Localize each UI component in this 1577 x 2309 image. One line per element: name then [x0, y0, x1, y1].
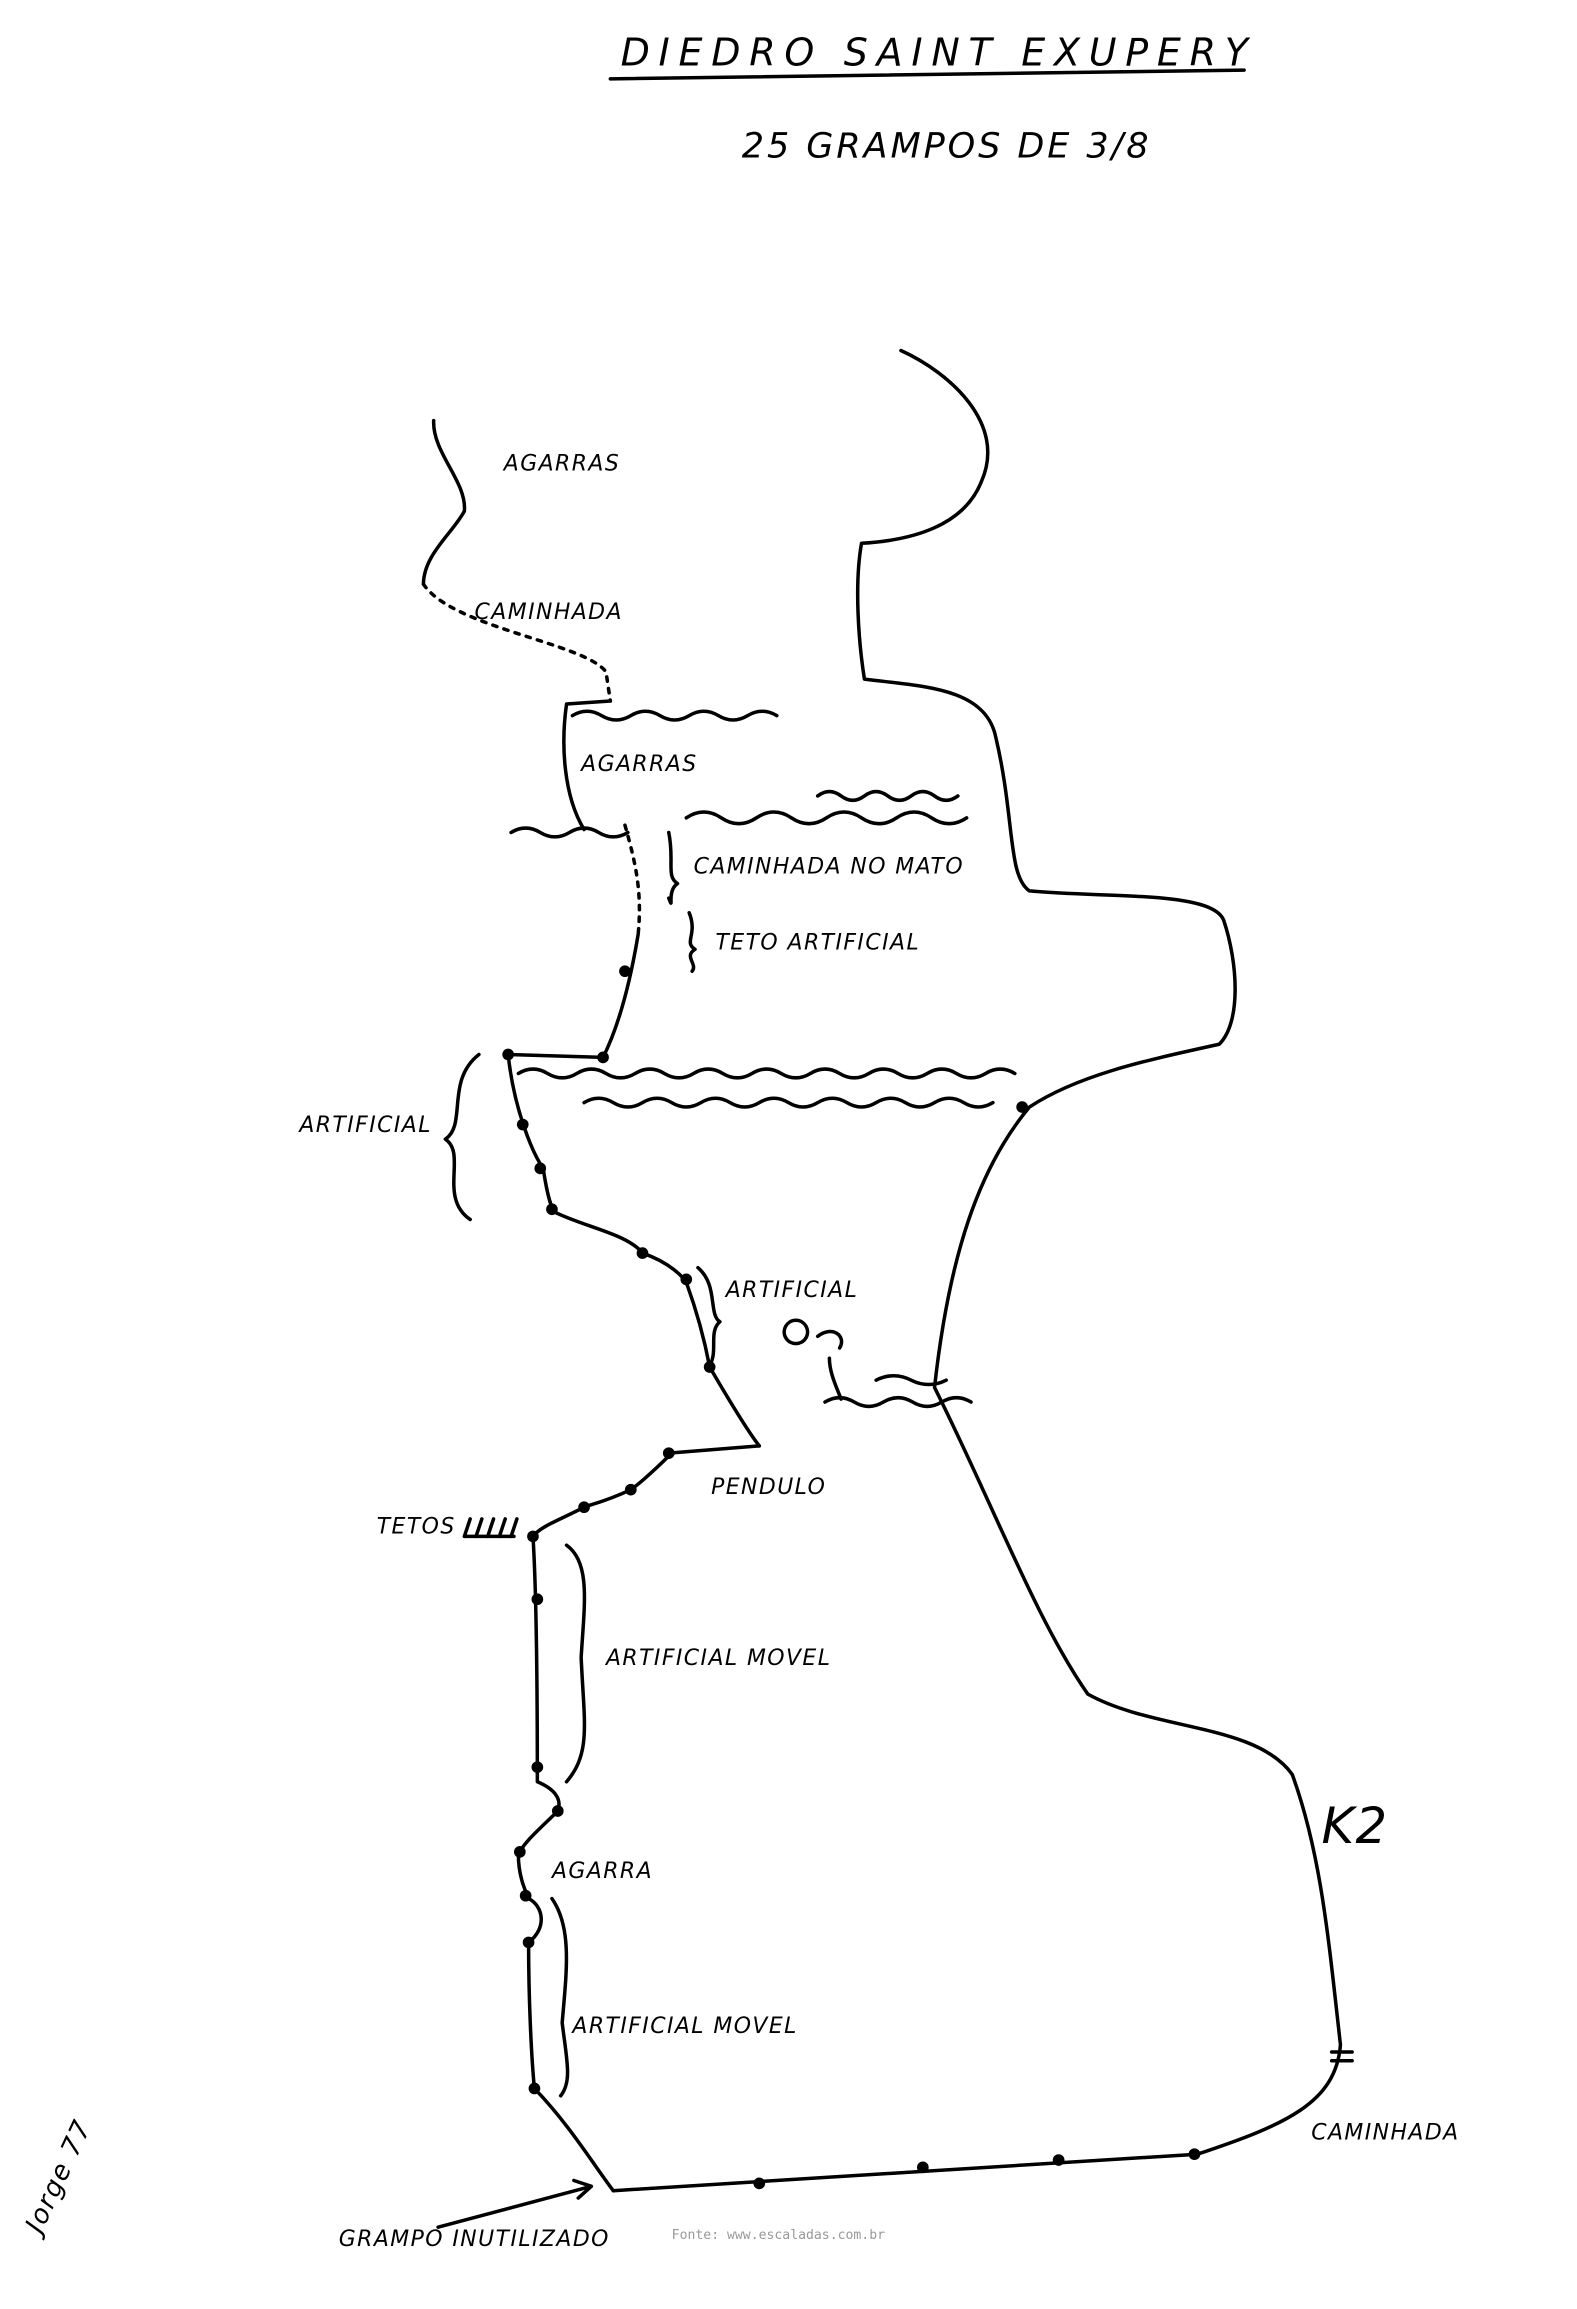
bolt-markers — [502, 965, 1201, 2190]
label-artificial-movel-2: ARTIFICIAL MOVEL — [570, 2014, 797, 2039]
rock-outline-right — [611, 348, 1343, 2193]
label-artificial-movel-1: ARTIFICIAL MOVEL — [604, 1646, 831, 1671]
bracket-artificial-left — [443, 1052, 481, 1222]
k2-crossing-mark — [1329, 2050, 1354, 2063]
route-main — [506, 932, 762, 2193]
label-grampo-inutilizado: GRAMPO INUTILIZADO — [339, 2227, 610, 2252]
bracket-artificial-movel-1 — [564, 1543, 587, 1784]
source-credit: Fonte: www.escaladas.com.br — [672, 2228, 885, 2243]
route-top-approach — [421, 418, 467, 586]
label-agarra: AGARRA — [550, 1859, 653, 1884]
bracket-artificial-right — [696, 1265, 722, 1368]
pendulum-traverse — [667, 1444, 762, 1455]
route-caminhada-dashed — [421, 582, 613, 703]
label-caminhada-top: CAMINHADA — [475, 600, 623, 625]
title-underline — [608, 68, 1246, 81]
bracket-teto — [687, 911, 697, 973]
author-signature: Jorge 77 — [18, 2115, 98, 2242]
bracket-mato — [667, 830, 680, 905]
bracket-artificial-movel-2 — [550, 1896, 570, 2098]
tetos-roof-mark — [462, 1517, 519, 1539]
topo-title: DIEDRO SAINT EXUPERY — [621, 31, 1257, 75]
label-agarras-top: AGARRAS — [502, 451, 620, 476]
label-caminhada-no-mato: CAMINHADA NO MATO — [694, 854, 964, 879]
label-artificial-left: ARTIFICIAL — [297, 1113, 432, 1138]
ledge-grass-top — [509, 709, 1017, 1409]
rock-outline-ledge — [562, 699, 613, 832]
topo-subtitle: 25 GRAMPOS DE 3/8 — [742, 126, 1152, 167]
climber-figure-icon — [782, 1318, 844, 1401]
label-k2: K2 — [1321, 1797, 1388, 1855]
route-mato-dashed — [623, 823, 642, 937]
grampo-inutilizado-arrow — [436, 2178, 594, 2229]
label-teto-artificial: TETO ARTIFICIAL — [715, 930, 920, 955]
label-pendulo: PENDULO — [711, 1475, 826, 1500]
label-caminhada-bottom: CAMINHADA — [1311, 2121, 1459, 2146]
label-agarras-mid: AGARRAS — [579, 752, 697, 777]
label-artificial-right: ARTIFICIAL — [724, 1278, 859, 1303]
label-tetos: TETOS — [377, 1514, 456, 1539]
